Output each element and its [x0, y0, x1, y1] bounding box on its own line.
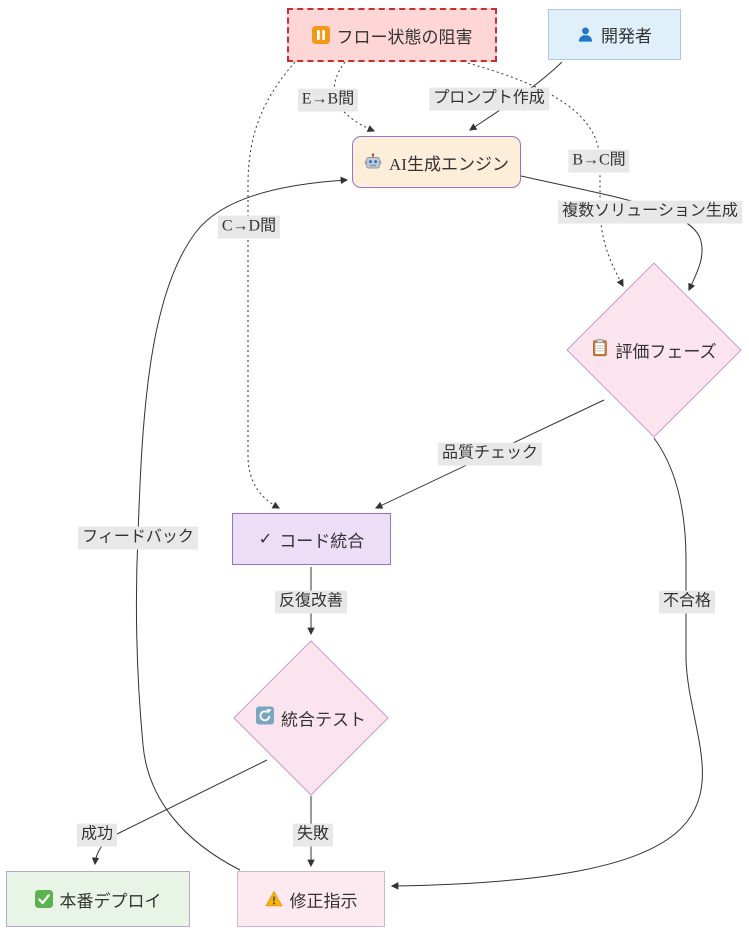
robot-icon [364, 153, 382, 171]
node-fix-instruction: 修正指示 [237, 871, 385, 927]
person-icon [577, 26, 594, 43]
node-ai-engine: AI生成エンジン [352, 136, 521, 188]
edge-label-e-b: E→B間 [297, 88, 359, 112]
node-label: 統合テスト [281, 710, 366, 730]
node-label: AI生成エンジン [389, 154, 509, 174]
edge-label-c-d: C→D間 [217, 215, 281, 239]
refresh-icon [256, 706, 274, 730]
node-label: 修正指示 [289, 891, 358, 911]
edge-label-feedback: フィードバック [78, 526, 198, 550]
edge-label-b-c: B→C間 [568, 149, 630, 173]
node-production-deploy: 本番デプロイ [6, 871, 190, 927]
node-developer: 開発者 [548, 9, 681, 60]
edge-label-multi-solution: 複数ソリューション生成 [558, 200, 742, 224]
edge-rejected [390, 437, 703, 890]
edge-label-failure: 失敗 [292, 823, 334, 847]
edge-success [91, 759, 268, 866]
edge-label-quality: 品質チェック [437, 442, 543, 466]
clipboard-icon [591, 338, 608, 362]
edge-label-rejected: 不合格 [658, 590, 716, 614]
pause-icon [311, 26, 330, 44]
node-label: 評価フェーズ [615, 342, 717, 362]
node-label: 本番デプロイ [59, 891, 162, 911]
edge-label-success: 成功 [76, 823, 118, 847]
edge-label-iterate: 反復改善 [274, 590, 348, 614]
node-label: フロー状態の阻害 [336, 27, 473, 47]
edge-e-b [333, 61, 376, 133]
edge-label-prompt: プロンプト作成 [429, 87, 549, 111]
node-label: コード統合 [279, 531, 365, 551]
node-code-integration: ✓ コード統合 [232, 513, 391, 565]
node-evaluation-phase: 評価フェーズ [591, 338, 717, 363]
edge-b-c [467, 62, 624, 287]
edge-feedback [135, 176, 349, 871]
check-green-icon [34, 890, 53, 908]
node-flow-blocker: フロー状態の阻害 [287, 8, 497, 62]
edge-multi-solution [520, 175, 703, 292]
edge-c-d [247, 61, 296, 509]
node-label: 開発者 [601, 27, 652, 46]
warning-icon [265, 890, 283, 908]
node-integration-test: 統合テスト [256, 706, 366, 731]
check-mark: ✓ [258, 531, 273, 548]
